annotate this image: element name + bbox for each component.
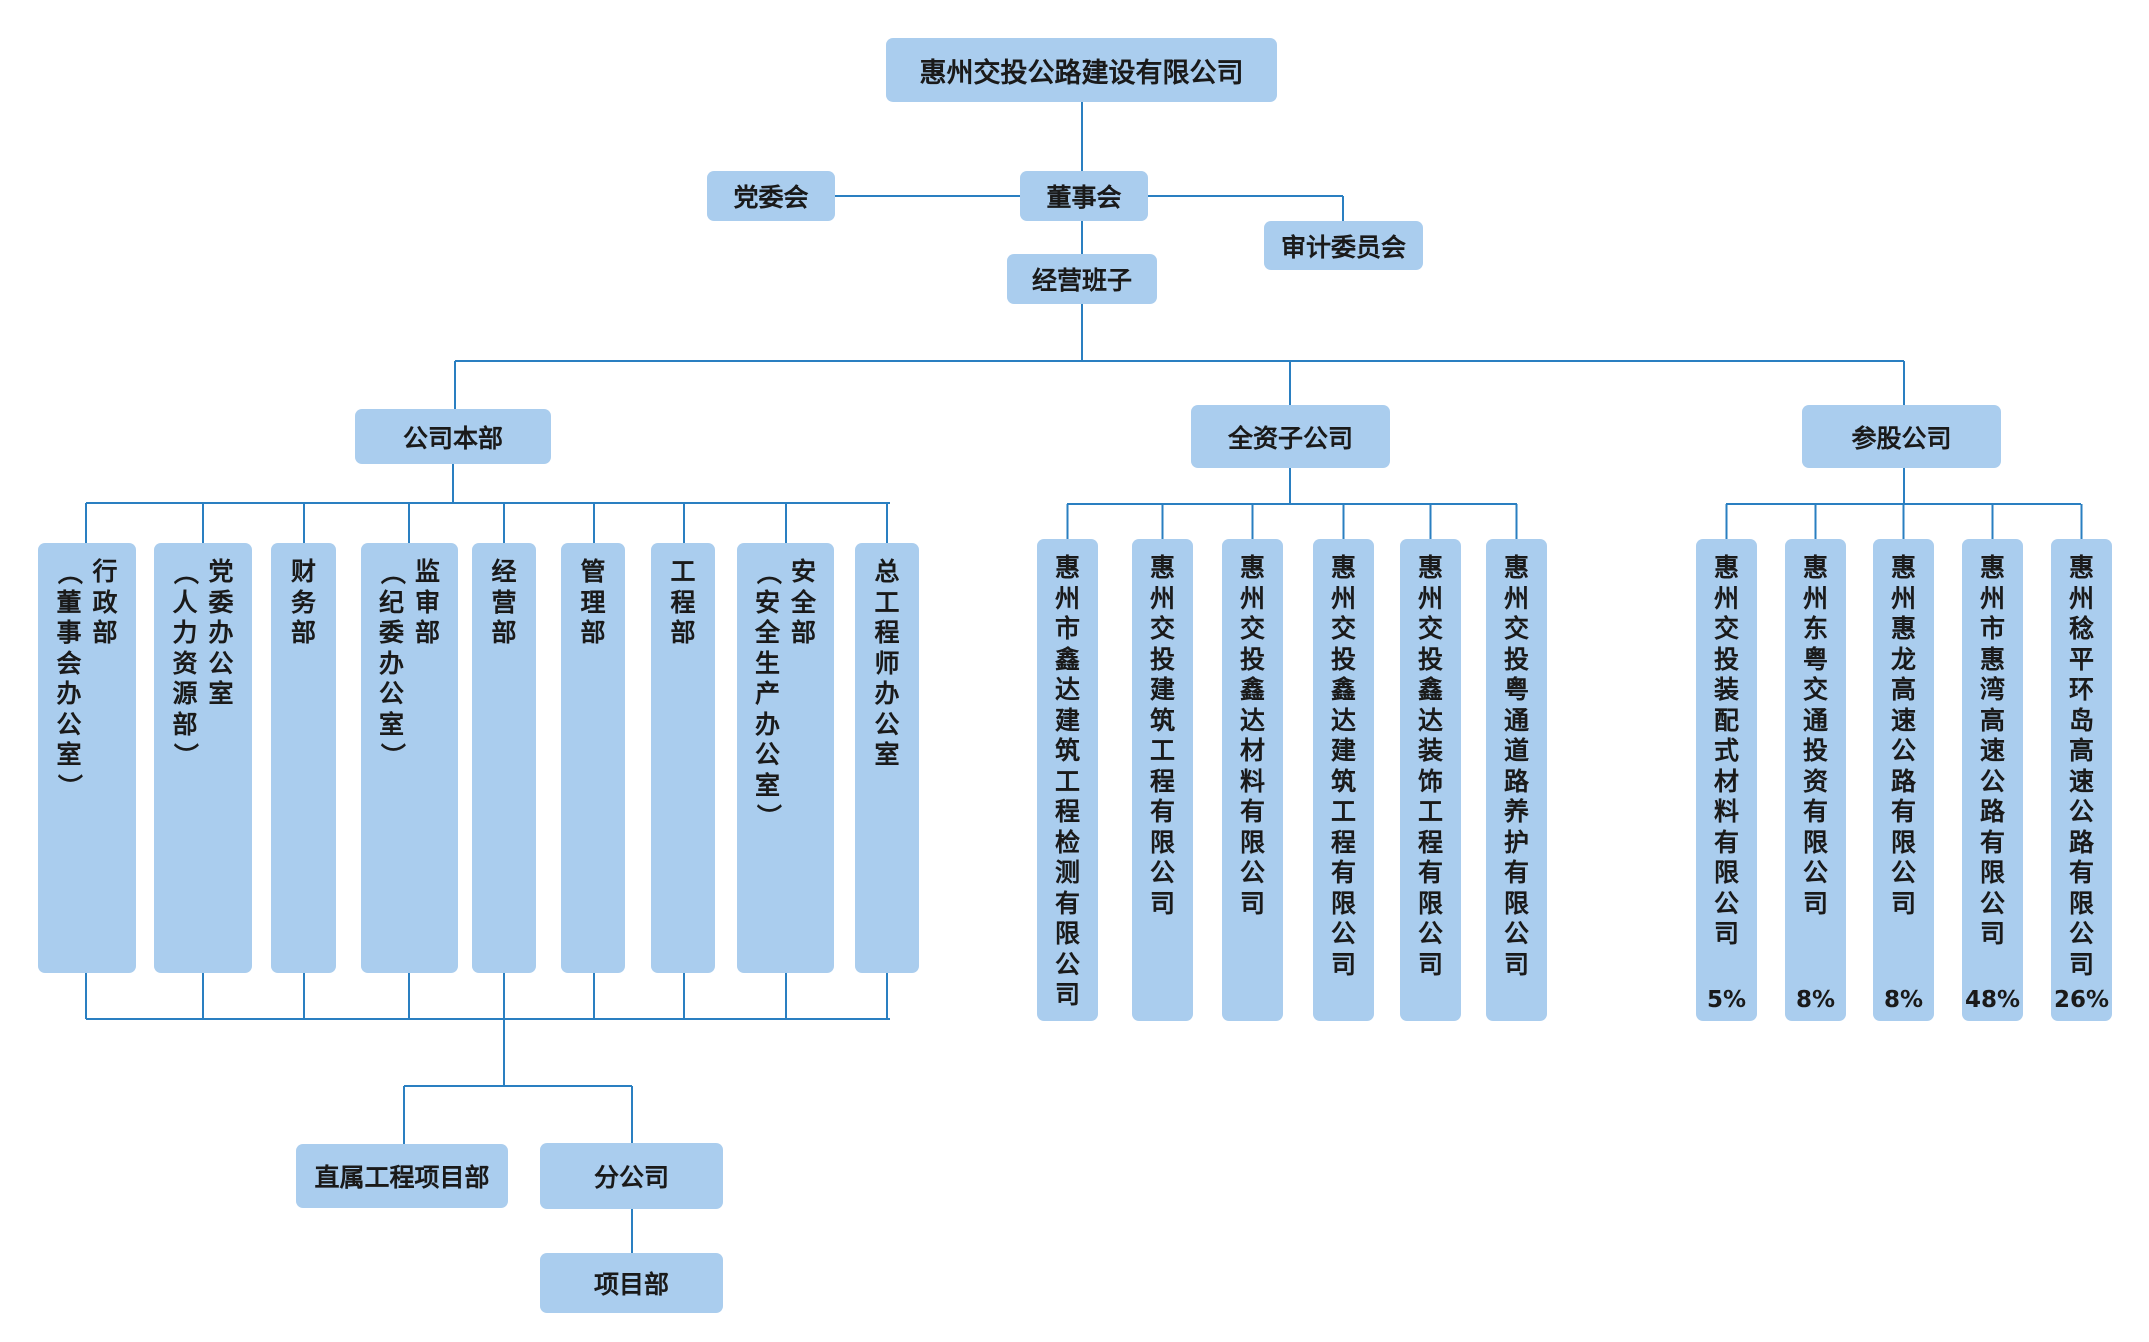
label-column: （纪委办公室） (377, 559, 407, 768)
hq-department-box: 监审部 （纪委办公室） (361, 543, 458, 973)
subsidiary-box-label: 惠州交投粤通道路养护有限公司 (1486, 553, 1547, 1021)
subsidiary-box-label: 惠州市鑫达建筑工程检测有限公司 (1037, 553, 1098, 1021)
label-column: 财务部 (290, 557, 316, 647)
hq-department-box: 总工程师办公室 (855, 543, 919, 973)
label-column: 工程部 (670, 557, 696, 647)
subsidiary-box-label: 惠州交投鑫达装饰工程有限公司 (1400, 553, 1461, 1021)
subsidiary-box: 惠州交投鑫达装饰工程有限公司 (1400, 539, 1461, 1021)
board-box: 董事会 (1020, 171, 1148, 221)
hq-department-box: 管理部 (561, 543, 625, 973)
label-column: 经营部 (491, 557, 517, 647)
hq-department-box-label: 行政部 （董事会办公室） (38, 557, 136, 973)
label-column: 惠州东粤交通投资有限公司 (1802, 553, 1828, 918)
subsidiary-box-label: 惠州交投鑫达材料有限公司 (1222, 553, 1283, 1021)
label-column: 惠州交投鑫达材料有限公司 (1239, 553, 1265, 918)
label-column: 惠州市惠湾高速公路有限公司 (1979, 553, 2005, 948)
subsidiary-box: 惠州交投鑫达建筑工程有限公司 (1313, 539, 1374, 1021)
label-column: 监审部 (414, 557, 440, 647)
affiliate-box: 惠州稔平环岛高速公路有限公司 26% (2051, 539, 2112, 1021)
hq-department-box: 安全部 （安全生产办公室） (737, 543, 834, 973)
subsidiary-box-label: 惠州交投鑫达建筑工程有限公司 (1313, 553, 1374, 1021)
audit-committee-box: 审计委员会 (1264, 221, 1423, 270)
label-column: 惠州交投鑫达建筑工程有限公司 (1330, 553, 1356, 979)
label-column: 惠州惠龙高速公路有限公司 (1890, 553, 1916, 918)
affiliate-box-label: 惠州惠龙高速公路有限公司 (1873, 553, 1934, 987)
label-column: 惠州交投装配式材料有限公司 (1713, 553, 1739, 948)
hq-department-box-label: 安全部 （安全生产办公室） (737, 557, 834, 973)
affiliate-box-label: 惠州交投装配式材料有限公司 (1696, 553, 1757, 987)
stake-percentage: 8% (1795, 987, 1836, 1013)
hq-department-box-label: 管理部 (561, 557, 625, 973)
hq-department-box-label: 工程部 (651, 557, 715, 973)
label-column: 行政部 (92, 557, 118, 647)
label-column: 惠州稔平环岛高速公路有限公司 (2068, 553, 2094, 979)
headquarters-box: 公司本部 (355, 409, 551, 464)
affiliate-box: 惠州交投装配式材料有限公司 5% (1696, 539, 1757, 1021)
subsidiary-box: 惠州交投建筑工程有限公司 (1132, 539, 1193, 1021)
label-column: 安全部 (790, 557, 816, 647)
label-column: 惠州市鑫达建筑工程检测有限公司 (1054, 553, 1080, 1009)
hq-department-box-label: 总工程师办公室 (855, 557, 919, 973)
hq-department-box-label: 财务部 (271, 557, 336, 973)
stake-percentage: 8% (1883, 987, 1924, 1013)
stake-percentage: 48% (1964, 987, 2021, 1013)
label-column: 总工程师办公室 (874, 557, 900, 769)
branch-company-box: 分公司 (540, 1143, 723, 1209)
hq-department-box: 工程部 (651, 543, 715, 973)
management-box: 经营班子 (1007, 254, 1157, 304)
affiliate-box-label: 惠州东粤交通投资有限公司 (1785, 553, 1846, 987)
affiliate-box-label: 惠州稔平环岛高速公路有限公司 (2051, 553, 2112, 987)
label-column: （董事会办公室） (55, 559, 85, 799)
subsidiary-box: 惠州市鑫达建筑工程检测有限公司 (1037, 539, 1098, 1021)
affiliate-box: 惠州东粤交通投资有限公司 8% (1785, 539, 1846, 1021)
subsidiary-box-label: 惠州交投建筑工程有限公司 (1132, 553, 1193, 1021)
project-dept-box: 项目部 (540, 1253, 723, 1313)
stake-percentage: 26% (2053, 987, 2110, 1013)
label-column: （安全生产办公室） (753, 559, 783, 829)
stake-percentage: 5% (1706, 987, 1747, 1013)
subsidiary-box: 惠州交投粤通道路养护有限公司 (1486, 539, 1547, 1021)
label-column: （人力资源部） (171, 559, 201, 768)
hq-department-box: 经营部 (472, 543, 536, 973)
label-column: 惠州交投鑫达装饰工程有限公司 (1417, 553, 1443, 979)
hq-department-box-label: 党委办公室 （人力资源部） (154, 557, 252, 973)
hq-department-box-label: 经营部 (472, 557, 536, 973)
hq-department-box: 行政部 （董事会办公室） (38, 543, 136, 973)
label-column: 党委办公室 (208, 557, 234, 708)
subsidiary-box: 惠州交投鑫达材料有限公司 (1222, 539, 1283, 1021)
wholly-owned-box: 全资子公司 (1191, 405, 1390, 468)
label-column: 惠州交投建筑工程有限公司 (1149, 553, 1175, 918)
shareholding-box: 参股公司 (1802, 405, 2001, 468)
label-column: 管理部 (580, 557, 606, 647)
hq-department-box: 财务部 (271, 543, 336, 973)
root-company-box: 惠州交投公路建设有限公司 (886, 38, 1277, 102)
hq-department-box: 党委办公室 （人力资源部） (154, 543, 252, 973)
affiliate-box-label: 惠州市惠湾高速公路有限公司 (1962, 553, 2023, 987)
party-committee-box: 党委会 (707, 171, 835, 221)
direct-projects-box: 直属工程项目部 (296, 1144, 508, 1208)
hq-department-box-label: 监审部 （纪委办公室） (361, 557, 458, 973)
label-column: 惠州交投粤通道路养护有限公司 (1503, 553, 1529, 979)
affiliate-box: 惠州市惠湾高速公路有限公司 48% (1962, 539, 2023, 1021)
affiliate-box: 惠州惠龙高速公路有限公司 8% (1873, 539, 1934, 1021)
